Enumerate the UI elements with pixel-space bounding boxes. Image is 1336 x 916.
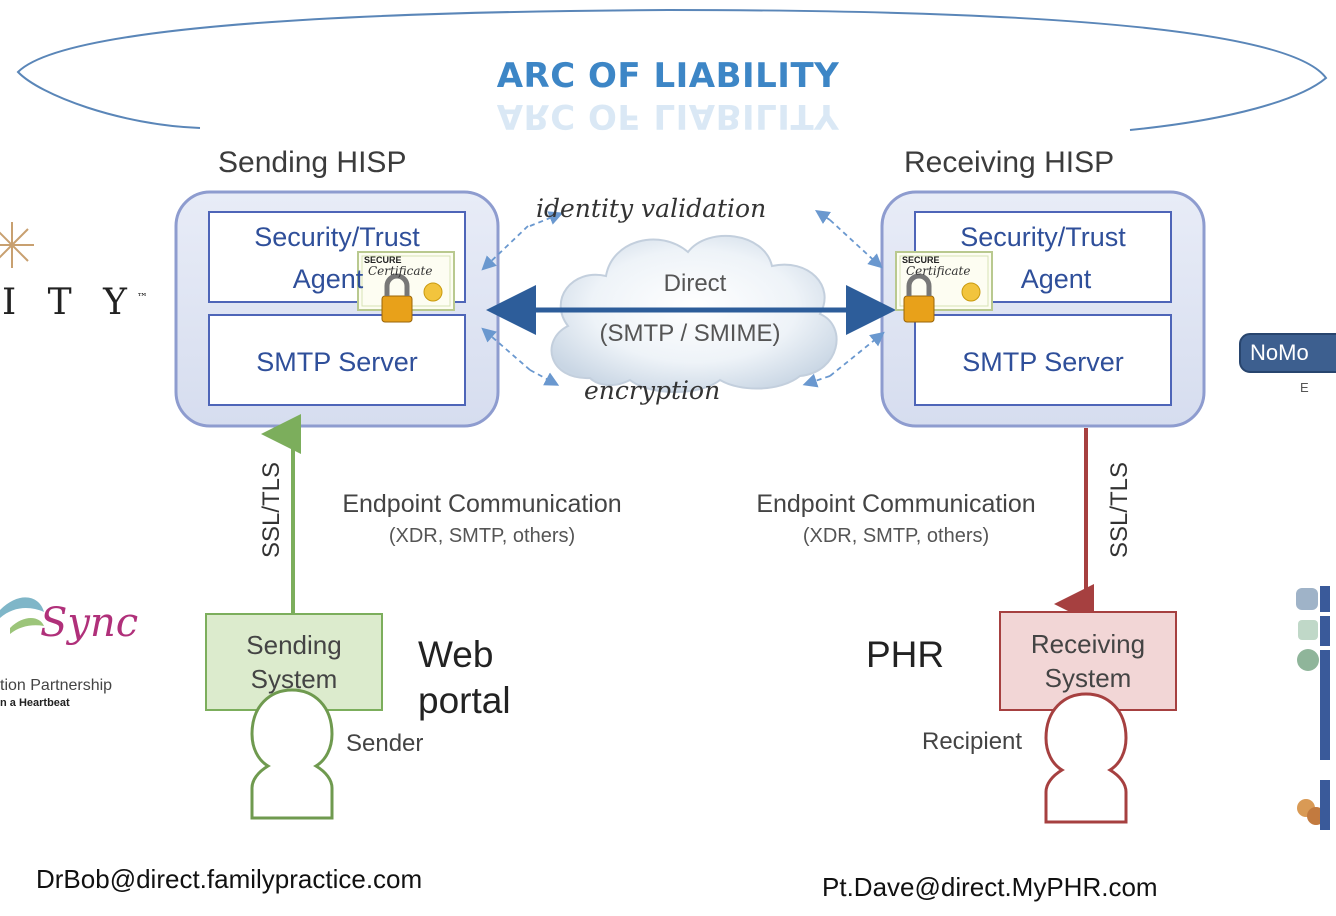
- left-leaf-logo-icon: [0, 597, 44, 634]
- recipient-label: Recipient: [922, 728, 1023, 755]
- sending-endpoint-communication: Endpoint Communication (XDR, SMTP, other…: [302, 488, 662, 552]
- receiving-system-line1: Receiving: [1030, 629, 1146, 659]
- left-top-logo-tm: ™: [136, 291, 148, 304]
- receiving-hisp-title: Receiving HISP: [904, 146, 1115, 179]
- receiving-certificate-header: SECURE: [902, 255, 940, 265]
- sending-smtp-label: SMTP Server: [256, 346, 418, 377]
- sending-system-line1: Sending: [246, 630, 342, 660]
- dashed-arrows: [481, 210, 885, 388]
- sending-certificate-icon: [357, 251, 455, 323]
- sending-agent-label-line2: Agent: [292, 263, 364, 294]
- receiving-agent-label-line2: Agent: [1020, 263, 1092, 294]
- left-top-logo-text: I T Y™: [2, 282, 148, 323]
- sending-system-label: Sending System: [206, 616, 382, 708]
- left-bottom-logo-line1: tion Partnership: [0, 677, 113, 694]
- sending-ssl-label: SSL/TLS: [258, 461, 285, 559]
- recipient-email: Pt.Dave@direct.MyPHR.com: [822, 872, 1158, 902]
- sending-system-line2: System: [250, 664, 338, 694]
- receiving-smtp-label: SMTP Server: [962, 346, 1124, 377]
- receiving-endpoint-communication: Endpoint Communication (XDR, SMTP, other…: [716, 488, 1076, 552]
- receiving-system-line2: System: [1044, 663, 1132, 693]
- receiving-certificate-icon: [895, 251, 993, 323]
- sender-label: Sender: [346, 730, 424, 757]
- sender-person-icon: [250, 688, 334, 820]
- web-portal-line2: portal: [418, 680, 511, 721]
- receiving-ssl-label: SSL/TLS: [1106, 461, 1133, 559]
- sending-agent-label-line1: Security/Trust: [254, 221, 420, 252]
- receiving-certificate-script: Certificate: [906, 264, 971, 278]
- cloud-label-direct: Direct: [663, 270, 727, 297]
- left-bottom-logo-line2: n a Heartbeat: [0, 697, 70, 709]
- encryption-label: encryption: [584, 376, 721, 405]
- sending-certificate-header: SECURE: [364, 255, 402, 265]
- sender-email: DrBob@direct.familypractice.com: [36, 864, 423, 894]
- right-icon-column: [1296, 586, 1330, 830]
- receiving-agent-label-line1: Security/Trust: [960, 221, 1126, 252]
- receiving-endpoint-sub: (XDR, SMTP, others): [802, 525, 990, 547]
- sending-smtp-box: [208, 314, 466, 406]
- identity-validation-label: identity validation: [536, 194, 767, 223]
- sending-certificate-script: Certificate: [368, 264, 433, 278]
- direct-cloud: [550, 234, 838, 393]
- phr-label: PHR: [866, 634, 945, 675]
- recipient-person-icon: [1044, 692, 1128, 824]
- right-top-logo-sub: E: [1300, 380, 1309, 395]
- cloud-label-protocol: (SMTP / SMIME): [599, 320, 781, 347]
- left-star-logo-icon: [0, 222, 34, 268]
- arc-of-liability-reflection: ARC OF LIABILITY: [496, 96, 840, 136]
- receiving-system-label: Receiving System: [1000, 614, 1176, 708]
- receiving-endpoint-title: Endpoint Communication: [756, 490, 1036, 518]
- arc-of-liability-ellipse: [16, 8, 1328, 131]
- web-portal-label: Web portal: [418, 632, 511, 724]
- left-bottom-logo-script: Sync: [40, 600, 139, 646]
- sending-hisp-title: Sending HISP: [218, 146, 407, 179]
- right-badge-logo: [1239, 333, 1336, 373]
- right-top-logo-text: NoMo: [1250, 340, 1309, 365]
- receiving-smtp-box: [914, 314, 1172, 406]
- sending-endpoint-title: Endpoint Communication: [342, 490, 622, 518]
- sending-endpoint-sub: (XDR, SMTP, others): [388, 525, 576, 547]
- left-top-logo-word: I T Y: [2, 282, 137, 323]
- web-portal-line1: Web: [418, 634, 494, 675]
- arc-of-liability-title: ARC OF LIABILITY: [496, 56, 840, 96]
